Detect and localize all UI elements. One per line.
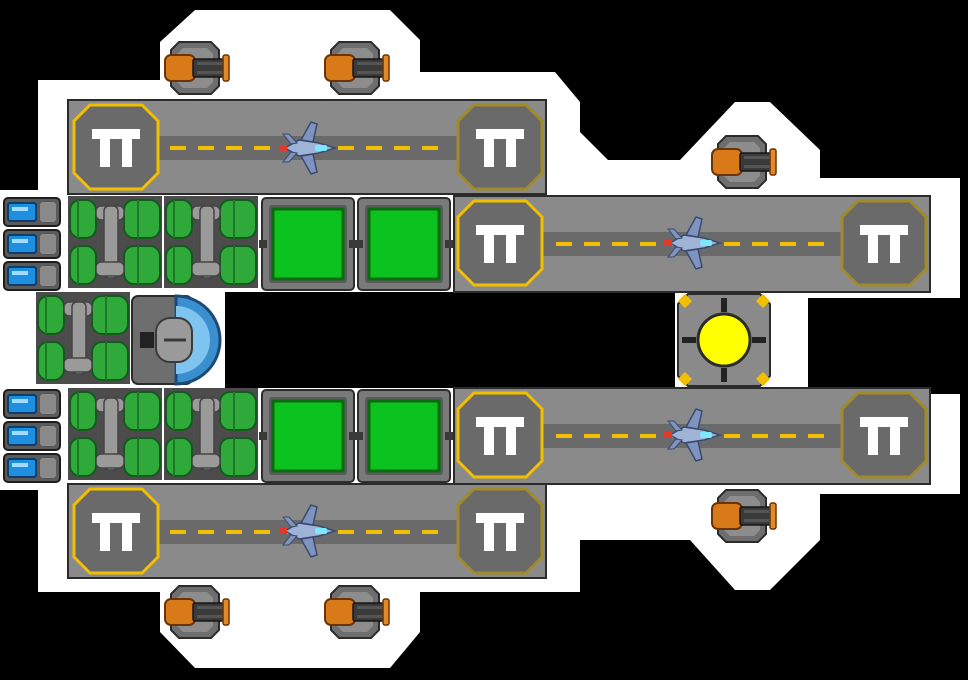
reactor-strut bbox=[682, 337, 696, 343]
thruster-bank-bottom bbox=[3, 389, 61, 483]
thruster-icon[interactable] bbox=[3, 453, 61, 483]
hangar-top-outer[interactable] bbox=[67, 99, 547, 195]
reactor-bolt bbox=[755, 371, 771, 387]
fuel-tank-icon[interactable] bbox=[67, 195, 163, 289]
turret-icon[interactable] bbox=[324, 41, 390, 95]
landing-pad-icon[interactable] bbox=[456, 103, 544, 191]
thruster-icon[interactable] bbox=[3, 261, 61, 291]
reactor-core-icon[interactable] bbox=[677, 293, 771, 387]
landing-pad-icon[interactable] bbox=[456, 487, 544, 575]
thruster-icon[interactable] bbox=[3, 197, 61, 227]
reactor-bolt bbox=[755, 293, 771, 309]
reactor-bolt bbox=[677, 371, 693, 387]
thruster-icon[interactable] bbox=[3, 229, 61, 259]
cargo-container-icon[interactable] bbox=[353, 388, 455, 484]
landing-pad-icon[interactable] bbox=[456, 199, 544, 287]
fuel-tank-icon[interactable] bbox=[163, 387, 259, 481]
fuel-tank-icon[interactable] bbox=[163, 195, 259, 289]
cargo-container-icon[interactable] bbox=[353, 196, 455, 292]
reactor-strut bbox=[752, 337, 766, 343]
turret-icon[interactable] bbox=[711, 135, 777, 189]
fuel-tank-icon[interactable] bbox=[67, 387, 163, 481]
turret-icon[interactable] bbox=[324, 585, 390, 639]
landing-pad-icon[interactable] bbox=[456, 391, 544, 479]
cargo-container-icon[interactable] bbox=[257, 388, 359, 484]
reactor-strut bbox=[721, 298, 727, 312]
fuel-tank-icon[interactable] bbox=[35, 291, 131, 385]
thruster-icon[interactable] bbox=[3, 421, 61, 451]
landing-pad-icon[interactable] bbox=[840, 199, 928, 287]
interior-void bbox=[225, 292, 675, 388]
hangar-bottom-inner[interactable] bbox=[453, 387, 931, 485]
turret-icon[interactable] bbox=[164, 585, 230, 639]
thruster-icon[interactable] bbox=[3, 389, 61, 419]
reactor-strut bbox=[721, 368, 727, 382]
turret-icon[interactable] bbox=[164, 41, 230, 95]
reactor-glow bbox=[696, 312, 752, 368]
turret-icon[interactable] bbox=[711, 489, 777, 543]
reactor-bolt bbox=[677, 293, 693, 309]
landing-pad-icon[interactable] bbox=[840, 391, 928, 479]
bridge-module-icon[interactable] bbox=[131, 294, 222, 386]
landing-pad-icon[interactable] bbox=[72, 103, 160, 191]
cargo-container-icon[interactable] bbox=[257, 196, 359, 292]
hangar-bottom-outer[interactable] bbox=[67, 483, 547, 579]
landing-pad-icon[interactable] bbox=[72, 487, 160, 575]
hangar-top-inner[interactable] bbox=[453, 195, 931, 293]
thruster-bank-top bbox=[3, 197, 61, 291]
bridge-port bbox=[140, 332, 154, 348]
